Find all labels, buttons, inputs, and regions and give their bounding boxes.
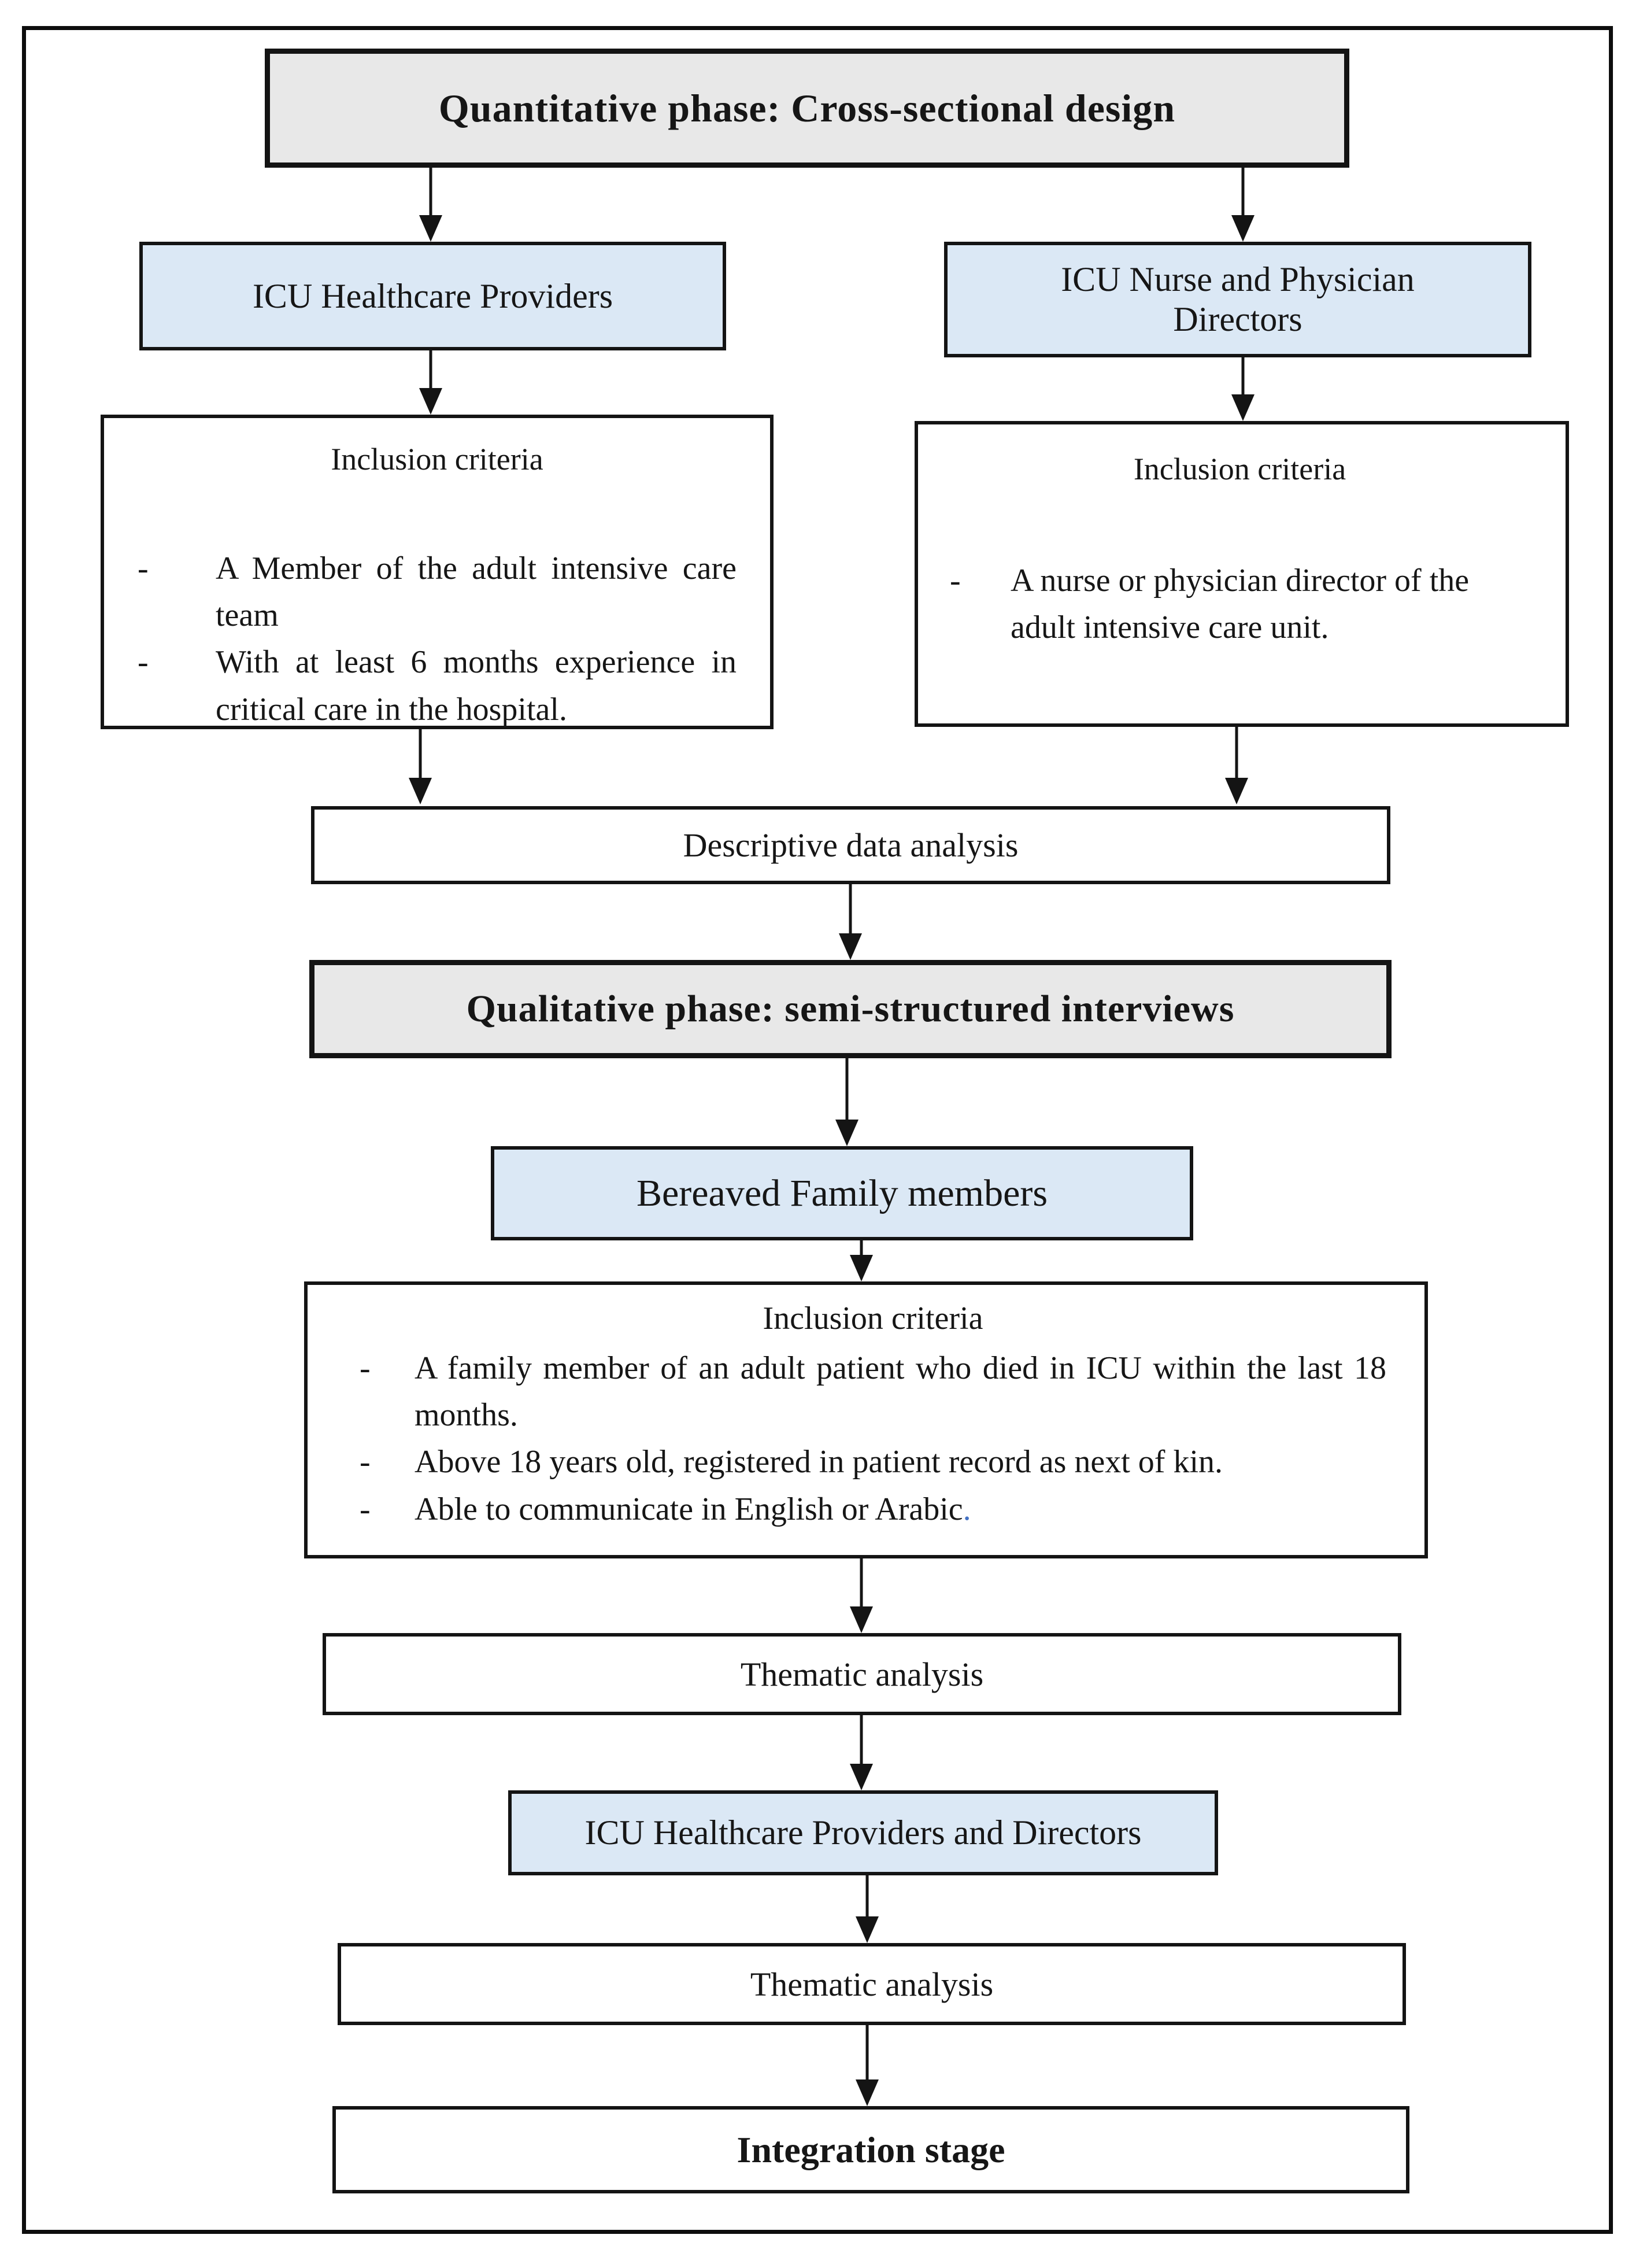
outer-frame bbox=[22, 26, 1613, 2234]
icu-healthcare-providers-box: ICU Healthcare Providers bbox=[139, 242, 726, 350]
thematic-analysis-label: Thematic analysis bbox=[750, 1965, 994, 2003]
criteria-item: - Above 18 years old, registered in pati… bbox=[360, 1439, 1386, 1486]
criteria-heading: Inclusion criteria bbox=[763, 1301, 983, 1336]
dash-marker: - bbox=[138, 551, 149, 586]
dash-marker: - bbox=[360, 1350, 371, 1386]
criteria-text: With at least 6 months experience in cri… bbox=[216, 644, 737, 727]
directors-inclusion-criteria-box: Inclusion criteria - A nurse or physicia… bbox=[915, 421, 1569, 727]
arrow-left-criteria-to-descriptive bbox=[408, 729, 433, 804]
criteria-item: - A family member of an adult patient wh… bbox=[360, 1345, 1386, 1439]
arrow-qualitative-to-bereaved bbox=[834, 1058, 860, 1146]
providers-inclusion-criteria-box: Inclusion criteria - A Member of the adu… bbox=[101, 415, 774, 729]
icu-healthcare-providers-label: ICU Healthcare Providers bbox=[252, 276, 613, 315]
descriptive-data-analysis-label: Descriptive data analysis bbox=[683, 826, 1019, 864]
thematic-analysis-box-2: Thematic analysis bbox=[338, 1943, 1406, 2025]
arrow-quantitative-to-providers bbox=[418, 168, 443, 242]
thematic-analysis-label: Thematic analysis bbox=[740, 1655, 984, 1693]
arrow-directors-to-criteria bbox=[1230, 357, 1256, 421]
dash-marker: - bbox=[360, 1444, 371, 1480]
dash-marker: - bbox=[360, 1491, 371, 1527]
criteria-text: Above 18 years old, registered in patien… bbox=[415, 1444, 1223, 1480]
thematic-analysis-box-1: Thematic analysis bbox=[323, 1633, 1401, 1715]
arrow-thematic1-to-providers-directors bbox=[849, 1715, 874, 1790]
arrow-bereaved-to-family-criteria bbox=[849, 1240, 874, 1281]
arrow-descriptive-to-qualitative bbox=[838, 884, 863, 960]
criteria-trailing-period: . bbox=[963, 1491, 971, 1527]
icu-nurse-physician-directors-label: ICU Nurse and Physician Directors bbox=[1061, 260, 1415, 338]
criteria-item: - A Member of the adult intensive care t… bbox=[138, 545, 737, 639]
criteria-text: A family member of an adult patient who … bbox=[415, 1350, 1386, 1434]
bereaved-family-members-box: Bereaved Family members bbox=[491, 1146, 1193, 1240]
integration-stage-box: Integration stage bbox=[332, 2106, 1409, 2193]
criteria-heading: Inclusion criteria bbox=[1133, 452, 1346, 486]
integration-stage-label: Integration stage bbox=[737, 2129, 1005, 2170]
quantitative-phase-label: Quantitative phase: Cross-sectional desi… bbox=[438, 86, 1176, 130]
qualitative-phase-box: Qualitative phase: semi-structured inter… bbox=[309, 960, 1392, 1058]
quantitative-phase-box: Quantitative phase: Cross-sectional desi… bbox=[265, 49, 1349, 168]
criteria-item: - A nurse or physician director of the a… bbox=[950, 557, 1530, 651]
family-inclusion-criteria-box: Inclusion criteria - A family member of … bbox=[304, 1281, 1428, 1558]
arrow-family-criteria-to-thematic1 bbox=[849, 1558, 874, 1633]
bereaved-family-members-label: Bereaved Family members bbox=[636, 1172, 1048, 1214]
arrow-providers-directors-to-thematic2 bbox=[854, 1875, 880, 1943]
criteria-text: Able to communicate in English or Arabic… bbox=[415, 1486, 1386, 1533]
arrow-right-criteria-to-descriptive bbox=[1224, 727, 1249, 804]
criteria-heading: Inclusion criteria bbox=[331, 442, 543, 476]
providers-and-directors-box: ICU Healthcare Providers and Directors bbox=[508, 1790, 1218, 1875]
criteria-item: - Able to communicate in English or Arab… bbox=[360, 1486, 1386, 1533]
dash-marker: - bbox=[950, 563, 961, 599]
criteria-text: A nurse or physician director of the adu… bbox=[1011, 563, 1470, 646]
descriptive-data-analysis-box: Descriptive data analysis bbox=[311, 806, 1390, 884]
criteria-text-body: Able to communicate in English or Arabic bbox=[415, 1491, 963, 1527]
providers-and-directors-label: ICU Healthcare Providers and Directors bbox=[584, 1813, 1142, 1852]
arrow-quantitative-to-directors bbox=[1230, 168, 1256, 242]
arrow-providers-to-criteria bbox=[418, 350, 443, 415]
criteria-item: - With at least 6 months experience in c… bbox=[138, 639, 737, 733]
arrow-thematic2-to-integration bbox=[854, 2025, 880, 2106]
qualitative-phase-label: Qualitative phase: semi-structured inter… bbox=[466, 988, 1235, 1030]
icu-nurse-physician-directors-box: ICU Nurse and Physician Directors bbox=[944, 242, 1531, 357]
criteria-text: A Member of the adult intensive care tea… bbox=[216, 551, 737, 634]
dash-marker: - bbox=[138, 644, 149, 681]
